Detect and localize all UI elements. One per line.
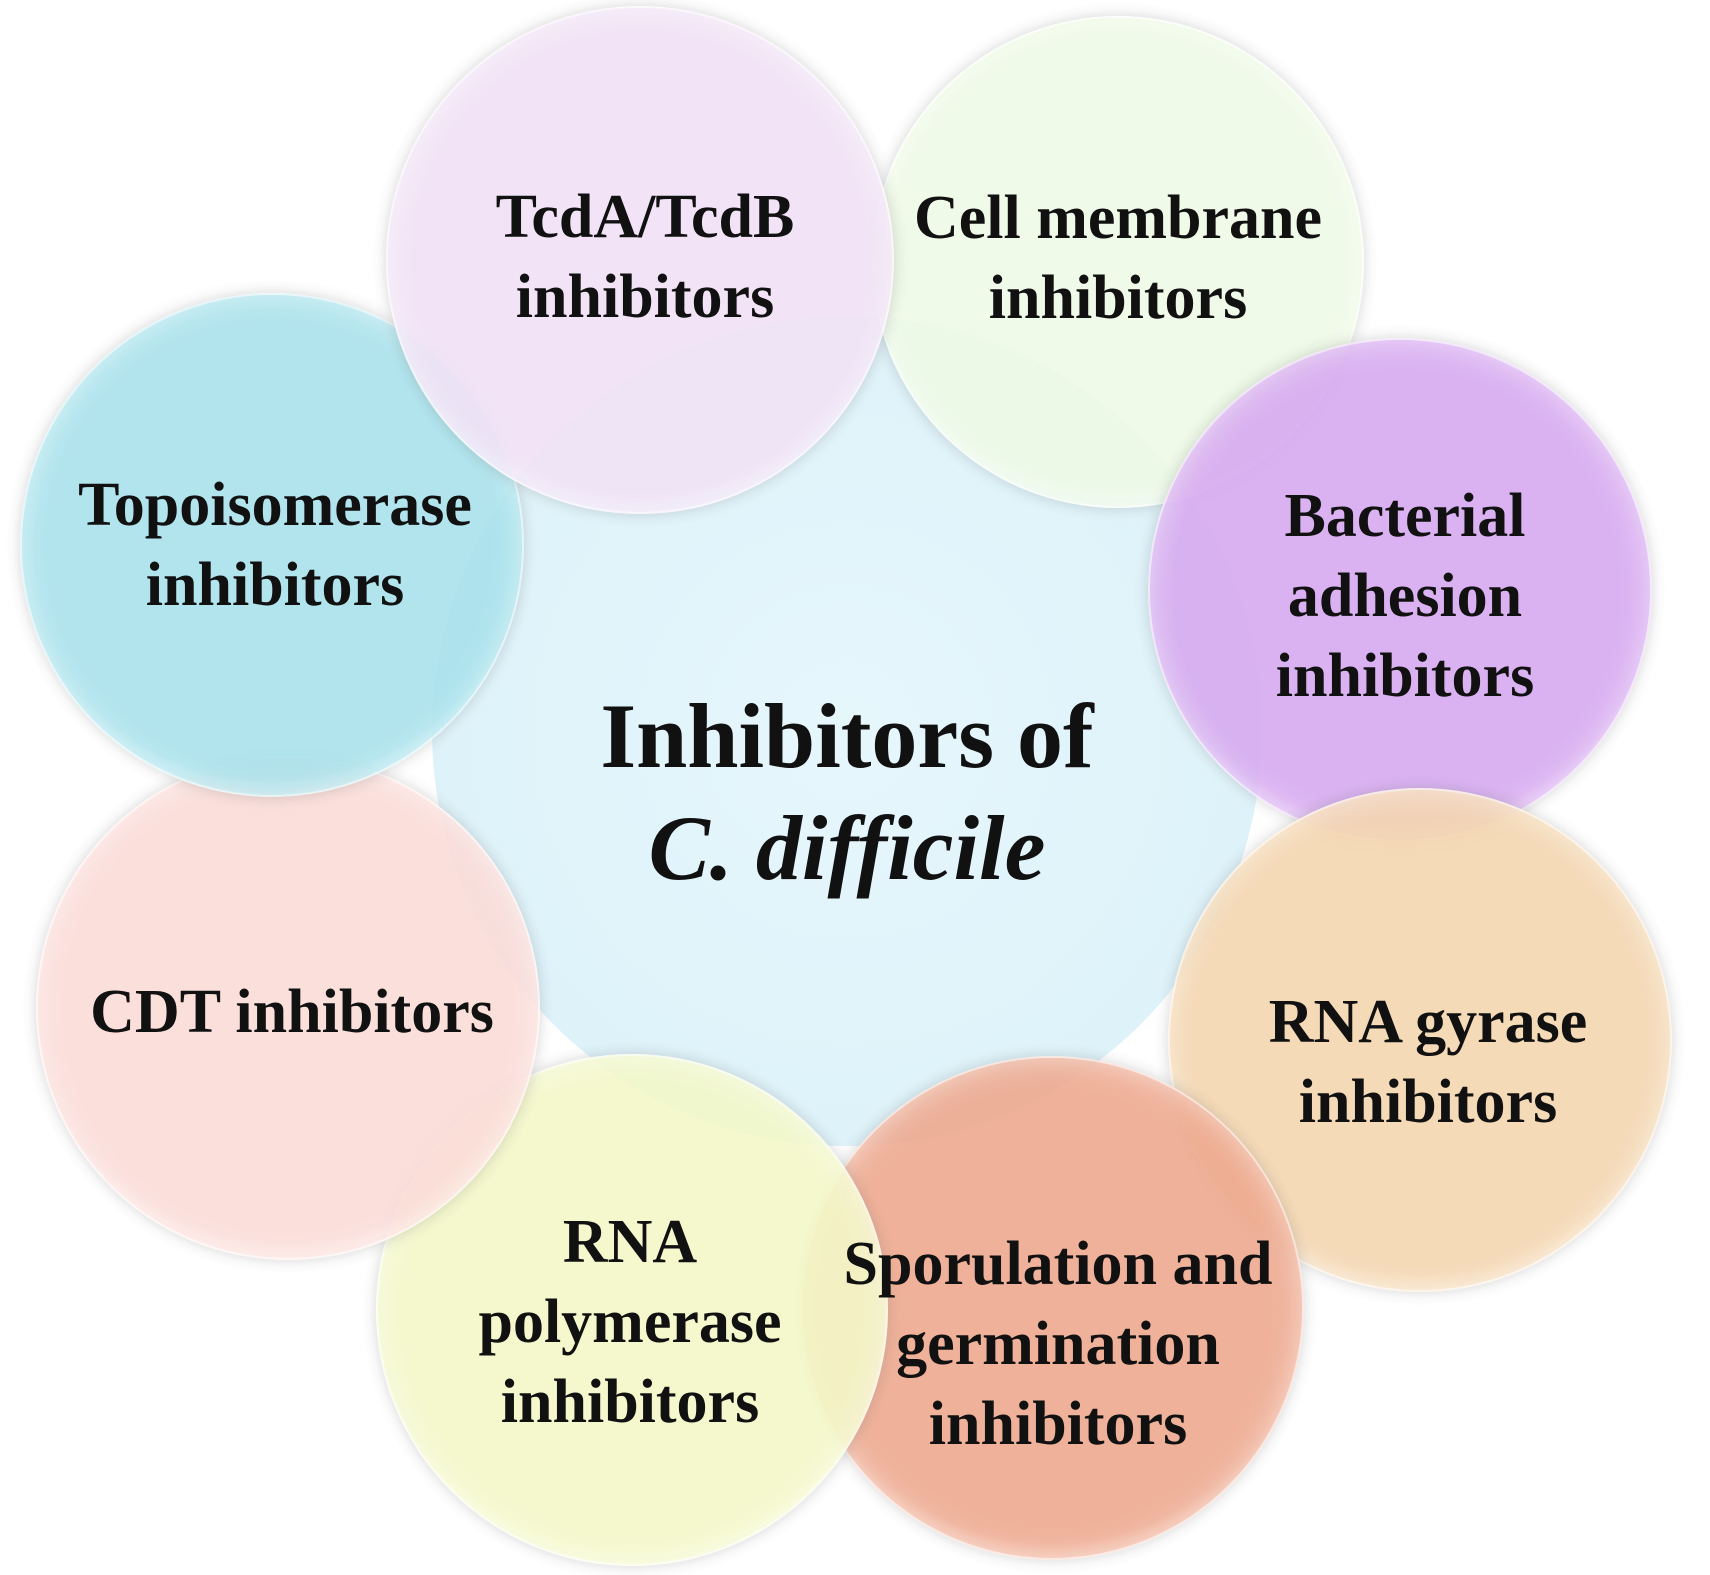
label-rna-polymerase: RNA polymerase inhibitors (478, 1202, 781, 1442)
center-title-line-1: Inhibitors of (600, 685, 1094, 787)
label-rna-polymerase-line: inhibitors (500, 1368, 760, 1436)
label-topoisomerase-line: inhibitors (145, 551, 405, 619)
label-cell-membrane-line: Cell membrane (913, 184, 1323, 252)
label-sporulation-germination: Sporulation and germination inhibitors (843, 1224, 1272, 1464)
bubble-cdt (36, 756, 540, 1260)
label-sporulation-germination-line: inhibitors (928, 1390, 1188, 1458)
label-sporulation-germination-line: germination (896, 1310, 1220, 1378)
label-rna-gyrase-line: inhibitors (1298, 1068, 1558, 1136)
label-cell-membrane-line: inhibitors (988, 264, 1248, 332)
label-tcda-tcdb-line: TcdA/TcdB (495, 183, 795, 251)
label-rna-gyrase: RNA gyrase inhibitors (1269, 982, 1588, 1142)
label-tcda-tcdb: TcdA/TcdB inhibitors (496, 177, 795, 337)
label-bacterial-adhesion-line: Bacterial (1284, 482, 1526, 550)
label-cell-membrane: Cell membrane inhibitors (914, 178, 1322, 338)
label-bacterial-adhesion-line: inhibitors (1275, 642, 1535, 710)
center-title-line-2: C. difficile (648, 797, 1046, 899)
label-cdt: CDT inhibitors (90, 972, 494, 1052)
label-rna-gyrase-line: RNA gyrase (1268, 988, 1588, 1056)
label-topoisomerase: Topoisomerase inhibitors (78, 465, 472, 625)
label-bacterial-adhesion: Bacterial adhesion inhibitors (1276, 476, 1534, 716)
label-topoisomerase-line: Topoisomerase (78, 471, 472, 539)
label-cdt-line: CDT inhibitors (90, 978, 494, 1046)
label-rna-polymerase-line: RNA (562, 1208, 698, 1276)
center-title: Inhibitors of C. difficile (532, 680, 1162, 904)
label-bacterial-adhesion-line: adhesion (1287, 562, 1523, 630)
bubble-tcda-tcdb (386, 6, 894, 514)
label-rna-polymerase-line: polymerase (478, 1288, 782, 1356)
label-tcda-tcdb-line: inhibitors (515, 263, 775, 331)
label-sporulation-germination-line: Sporulation and (843, 1230, 1273, 1298)
